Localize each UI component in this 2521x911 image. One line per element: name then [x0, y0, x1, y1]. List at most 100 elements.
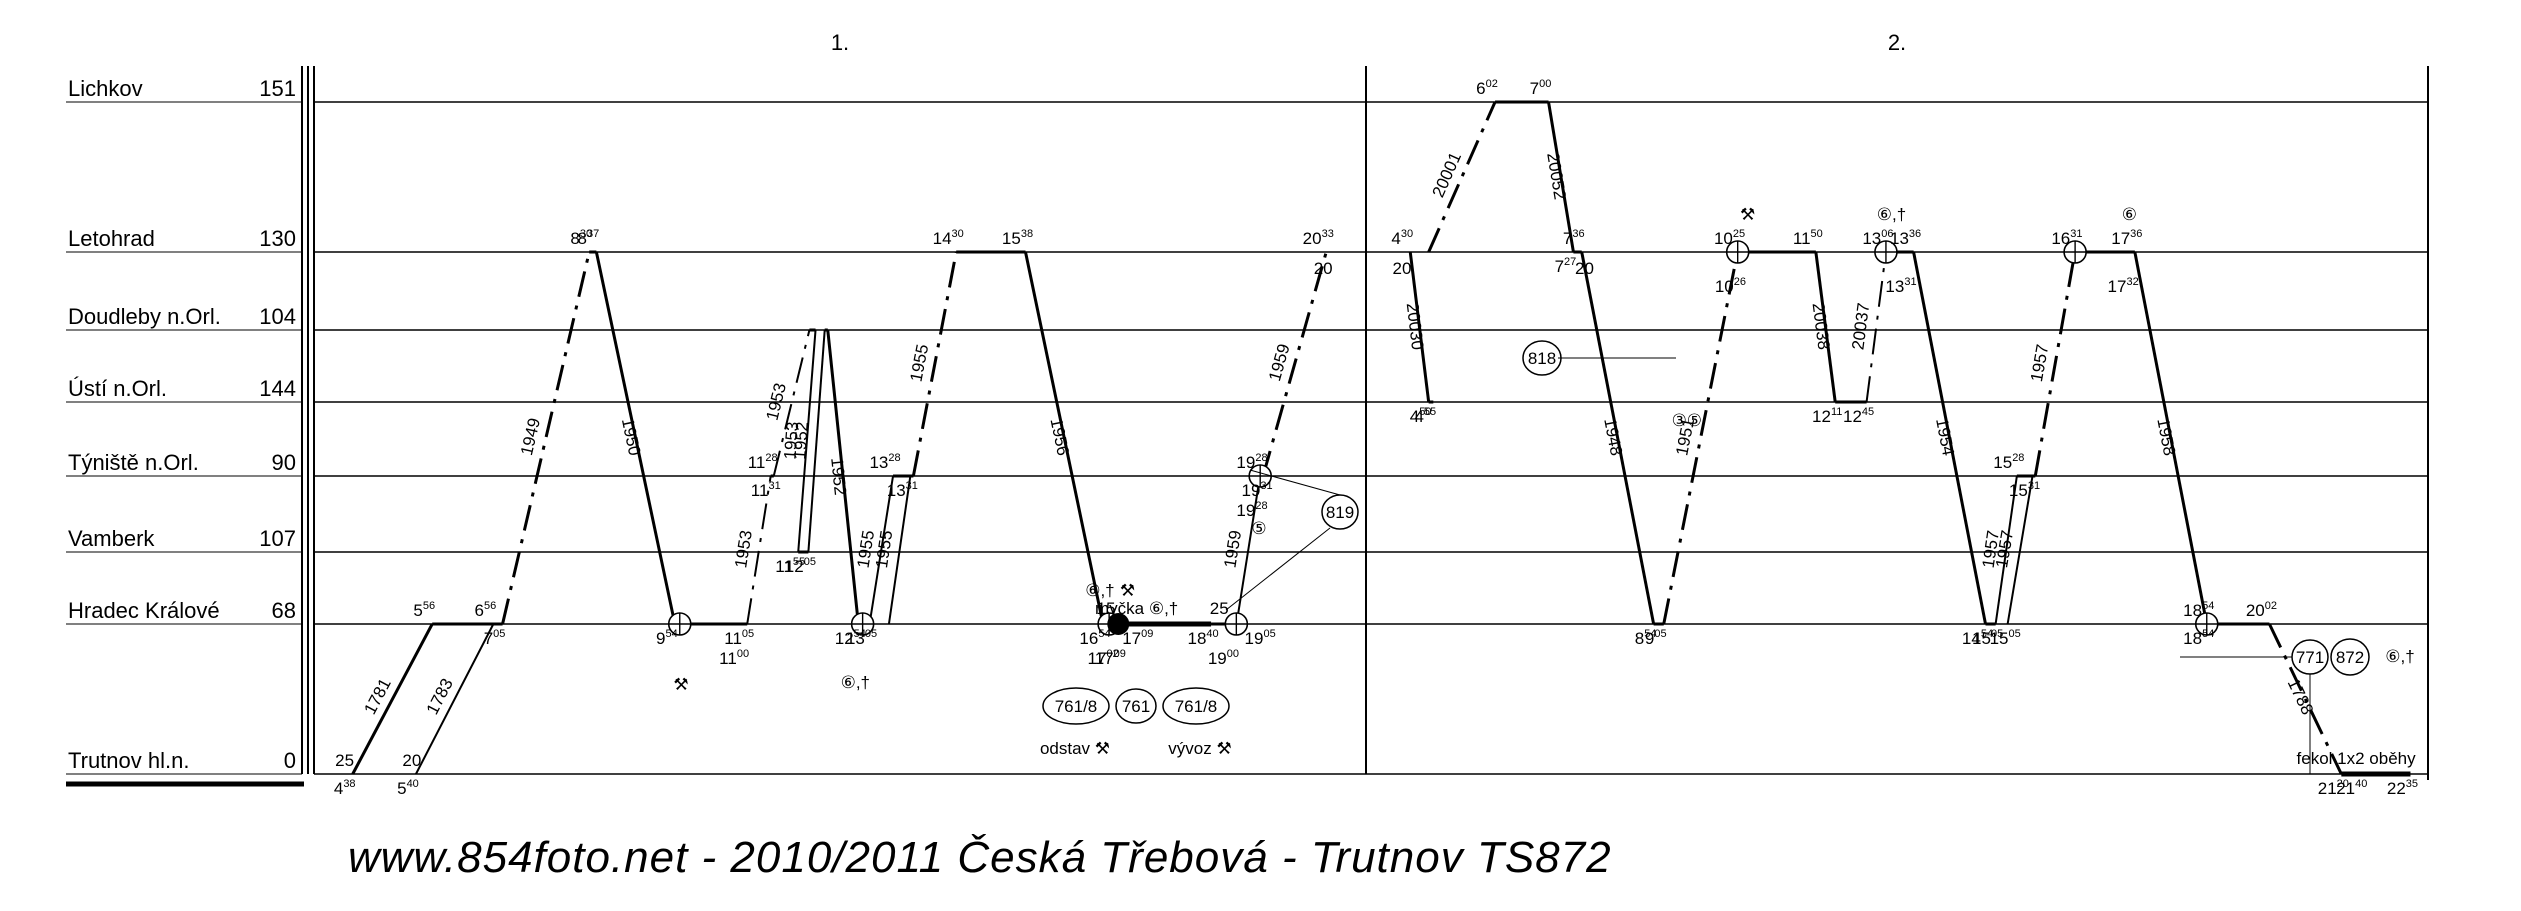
- time-label: 830: [570, 228, 592, 248]
- time-label: 727: [1555, 256, 1577, 276]
- train-number: 1958: [2153, 417, 2179, 458]
- time-label: 1128: [748, 452, 778, 472]
- crossing-icon: [850, 612, 875, 636]
- time-label: 1709: [1095, 648, 1126, 668]
- train-number: 1952: [790, 421, 812, 460]
- annotation: 20: [402, 751, 421, 770]
- annotation: ③⑤: [1672, 411, 1702, 430]
- station-name: Ústí n.Orl.: [68, 376, 167, 401]
- train-path: [807, 329, 826, 553]
- time-label: 954: [656, 628, 678, 648]
- train-path: [1024, 251, 1105, 625]
- station-km: 130: [259, 226, 296, 251]
- time-label: 1331: [1885, 276, 1916, 296]
- time-label: 1306: [1862, 228, 1893, 248]
- train-path: [772, 329, 811, 477]
- rotation-note: odstav ⚒: [1040, 739, 1110, 758]
- annotation: 20: [1392, 259, 1411, 278]
- train-number: 1781: [360, 675, 395, 717]
- train-path: [1235, 475, 1261, 625]
- station-name: Trutnov hl.n.: [68, 748, 189, 773]
- rotation-marker: 872: [2330, 638, 2370, 676]
- time-label: 905: [1645, 628, 1667, 648]
- train-number: 1788: [2284, 675, 2317, 717]
- rotation-label: 761/8: [1055, 697, 1098, 716]
- time-label: 1245: [1843, 406, 1874, 426]
- station-name: Lichkov: [68, 76, 143, 101]
- rotation-label: 818: [1528, 349, 1556, 368]
- time-label: 854: [1635, 628, 1657, 648]
- time-label: 1928: [1236, 452, 1267, 472]
- train-number: 1950: [618, 416, 644, 457]
- crossing-icon: [2063, 240, 2087, 264]
- rotation-label: 761/8: [1175, 697, 1218, 716]
- annotation: ⚒: [1740, 205, 1755, 224]
- station-km: 104: [259, 304, 296, 329]
- rotation-marker: 771: [2291, 639, 2329, 675]
- train-number: 1954: [1932, 417, 1958, 458]
- annotation: ⑥,†: [1877, 205, 1906, 224]
- train-number: 20052: [1543, 151, 1569, 201]
- time-label: 1211: [1812, 406, 1842, 426]
- train-number: 1955: [872, 529, 896, 569]
- time-label: 1505: [1972, 628, 2003, 648]
- time-label: 1155: [775, 556, 805, 576]
- train-path: [1662, 251, 1740, 625]
- time-label: 1430: [933, 228, 964, 248]
- time-label: 540: [397, 778, 419, 798]
- time-label: 1736: [2111, 228, 2142, 248]
- station-km: 107: [259, 526, 296, 551]
- train-number: 1953: [763, 381, 790, 422]
- crossing-icon: [1248, 464, 1272, 488]
- annotation: 15: [1097, 599, 1116, 618]
- train-number: 1783: [423, 675, 457, 717]
- rotation-label: 771: [2296, 648, 2324, 667]
- day-headers: 1.2.: [831, 30, 1906, 55]
- train-path: [351, 623, 434, 775]
- time-label: 2033: [1303, 228, 1334, 248]
- rotation-marker: 761: [1115, 688, 1157, 724]
- annotation: 20: [1314, 259, 1333, 278]
- rotation-marker: 818: [1522, 340, 1562, 376]
- time-label: 656: [475, 600, 497, 620]
- time-label: 1205: [785, 556, 816, 576]
- time-label: 2120: [2318, 778, 2349, 798]
- annotation: myčka ⑥,†: [1095, 599, 1178, 618]
- crossing-icon: [1224, 612, 1249, 636]
- train-path: [868, 475, 895, 625]
- time-label: 2002: [2246, 600, 2277, 620]
- time-label: 1900: [1208, 648, 1239, 668]
- annotation: ⑥,†: [1085, 581, 1114, 600]
- train-path: [2033, 251, 2077, 477]
- station-name: Týniště n.Orl.: [68, 450, 199, 475]
- train-number: 1949: [517, 416, 544, 457]
- train-path: [1994, 475, 2018, 625]
- train-number: 1956: [1046, 416, 1072, 457]
- depot-icon: [1107, 613, 1130, 635]
- train-number: 1959: [1220, 529, 1245, 569]
- time-label: 450: [1410, 406, 1432, 426]
- rotation-marker: 819: [1321, 494, 1359, 530]
- time-label: 837: [578, 228, 600, 248]
- crossing-markers: [667, 240, 2219, 636]
- time-label: 602: [1476, 78, 1498, 98]
- train-path: [1865, 251, 1887, 403]
- day-header: 2.: [1888, 30, 1906, 55]
- rotation-label: 819: [1326, 503, 1354, 522]
- time-label: 700: [1530, 78, 1552, 98]
- train-path: [887, 475, 912, 625]
- station-name: Vamberk: [68, 526, 155, 551]
- train-number: 1953: [780, 421, 802, 460]
- time-label: 1305: [846, 628, 877, 648]
- train-number: 1957: [2027, 343, 2052, 384]
- time-label: 430: [1391, 228, 1413, 248]
- station-gridlines: [66, 66, 2429, 787]
- time-label: 1531: [2009, 480, 2040, 500]
- crossing-icon: [2194, 612, 2219, 636]
- train-number: 20038: [1809, 302, 1834, 351]
- time-label: 705: [484, 628, 506, 648]
